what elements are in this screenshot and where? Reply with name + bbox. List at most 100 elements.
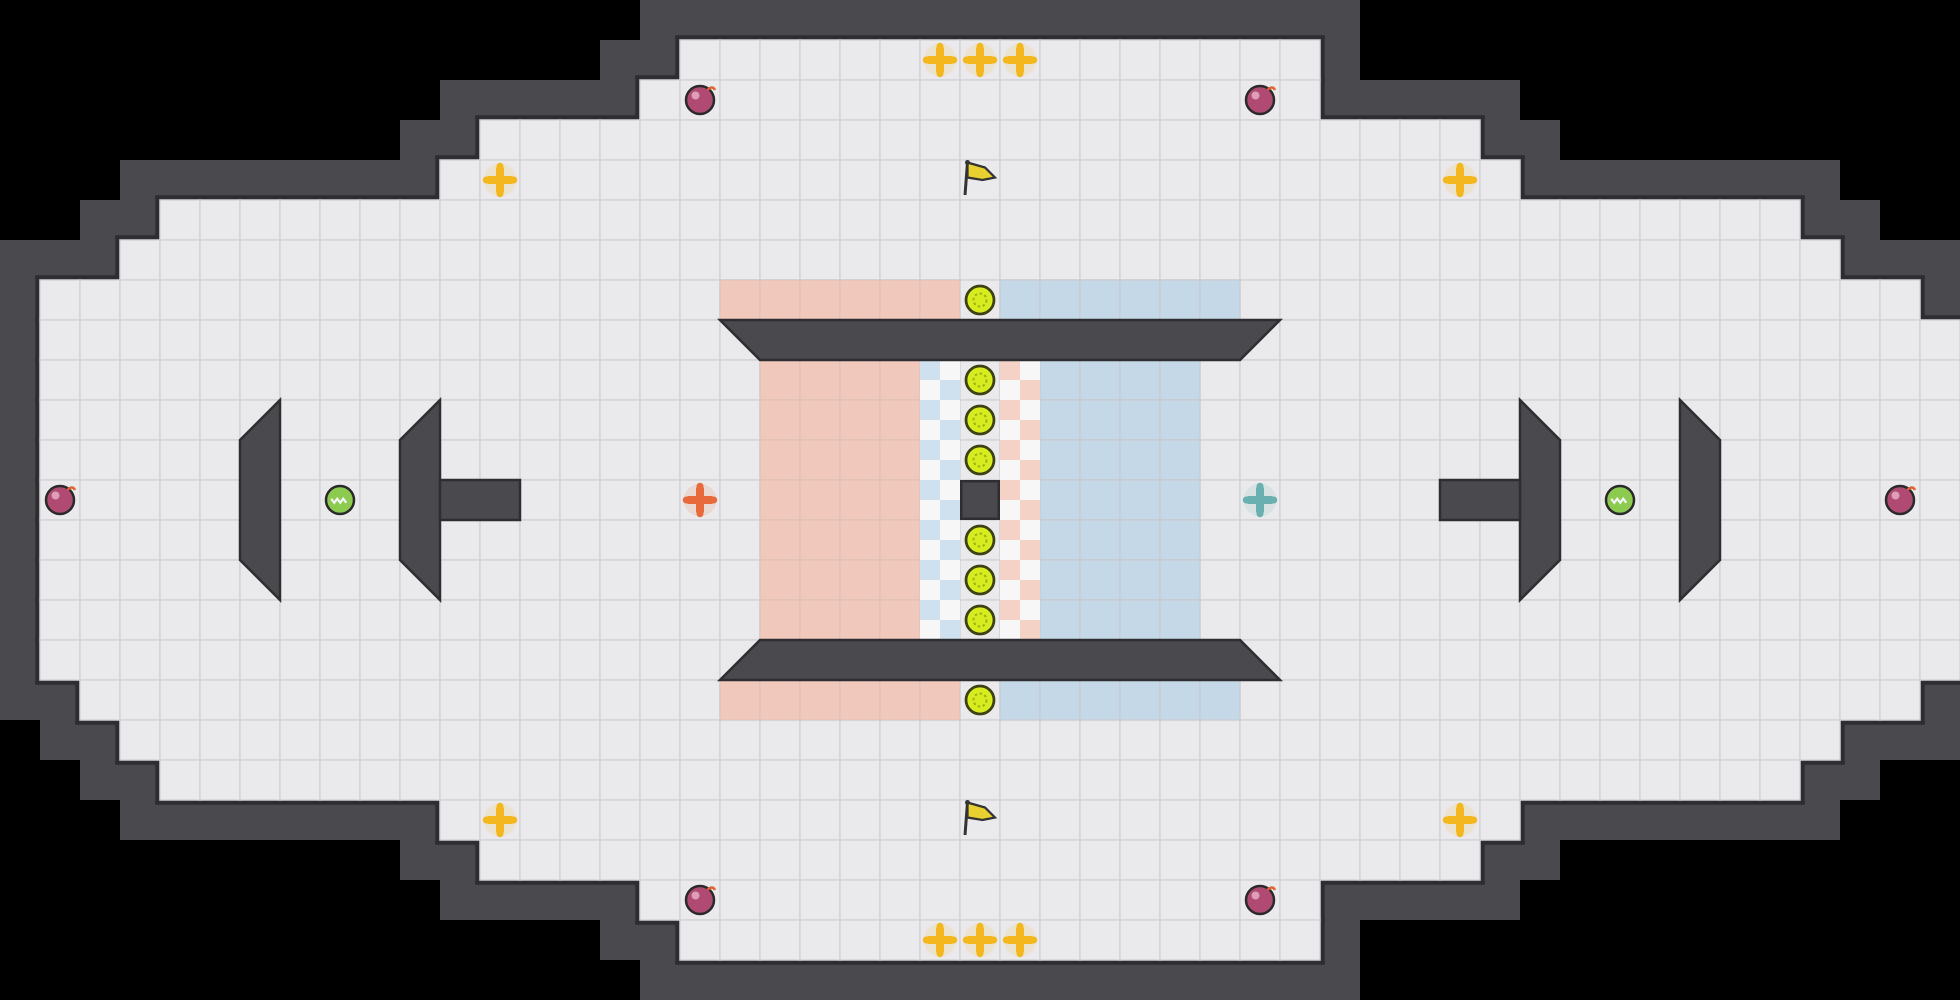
floor-tile — [1639, 199, 1681, 241]
floor-tile — [999, 879, 1041, 921]
floor-tile — [679, 439, 721, 481]
floor-tile — [1839, 559, 1881, 601]
blue-checker-tile — [920, 540, 940, 560]
floor-tile — [359, 279, 401, 321]
floor-tile — [1039, 119, 1081, 161]
floor-tile — [1399, 239, 1441, 281]
floor-tile — [559, 599, 601, 641]
floor-tile — [519, 199, 561, 241]
floor-tile — [1199, 879, 1241, 921]
floor-tile — [1719, 279, 1761, 321]
floor-tile — [1319, 279, 1361, 321]
floor-tile — [1199, 439, 1241, 481]
red-zone-tile — [759, 439, 801, 481]
floor-tile — [839, 719, 881, 761]
floor-tile — [639, 79, 681, 121]
floor-tile — [1839, 479, 1881, 521]
blue-zone-tile — [1119, 519, 1161, 561]
floor-tile — [719, 119, 761, 161]
floor-tile — [519, 239, 561, 281]
floor-tile — [119, 319, 161, 361]
floor-tile — [1359, 399, 1401, 441]
powerup-icon — [962, 922, 998, 958]
floor-tile — [799, 119, 841, 161]
floor-tile — [439, 439, 481, 481]
floor-tile — [79, 399, 121, 441]
floor-tile — [279, 239, 321, 281]
floor-tile — [1399, 679, 1441, 721]
floor-tile — [599, 159, 641, 201]
floor-tile — [1759, 519, 1801, 561]
floor-tile — [1199, 839, 1241, 881]
side-wall — [1518, 396, 1562, 604]
red-checker-tile — [1020, 480, 1040, 500]
floor-tile — [1119, 239, 1161, 281]
floor-tile — [279, 199, 321, 241]
floor-tile — [1159, 159, 1201, 201]
floor-tile — [1239, 199, 1281, 241]
floor-tile — [1639, 359, 1681, 401]
floor-tile — [319, 639, 361, 681]
blue-zone-tile — [1079, 439, 1121, 481]
floor-tile — [559, 239, 601, 281]
floor-tile — [1279, 199, 1321, 241]
floor-tile — [79, 679, 121, 721]
floor-tile — [679, 839, 721, 881]
floor-tile — [639, 759, 681, 801]
floor-tile — [1359, 319, 1401, 361]
powerup-icon — [922, 922, 958, 958]
red-checker-tile — [1000, 500, 1020, 520]
floor-tile — [519, 399, 561, 441]
floor-tile — [1399, 559, 1441, 601]
floor-tile — [1079, 79, 1121, 121]
floor-tile — [599, 239, 641, 281]
floor-tile — [1599, 519, 1641, 561]
blue-zone-tile — [1199, 679, 1241, 721]
floor-tile — [679, 639, 721, 681]
floor-tile — [599, 439, 641, 481]
floor-tile — [1079, 159, 1121, 201]
red-zone-tile — [919, 679, 961, 721]
floor-tile — [1719, 199, 1761, 241]
floor-tile — [359, 479, 401, 521]
center-bar-wall — [716, 638, 1284, 682]
floor-tile — [639, 199, 681, 241]
floor-tile — [1679, 679, 1721, 721]
floor-tile — [1279, 439, 1321, 481]
red-checker-tile — [1020, 360, 1040, 380]
floor-tile — [319, 399, 361, 441]
red-checker-tile — [1020, 460, 1040, 480]
floor-tile — [1279, 839, 1321, 881]
floor-tile — [1519, 239, 1561, 281]
floor-tile — [1479, 599, 1521, 641]
floor-tile — [719, 759, 761, 801]
floor-tile — [199, 719, 241, 761]
center-bar-wall — [716, 318, 1284, 362]
floor-tile — [1239, 239, 1281, 281]
floor-tile — [1879, 279, 1921, 321]
floor-tile — [319, 239, 361, 281]
floor-tile — [1599, 319, 1641, 361]
floor-tile — [1199, 479, 1241, 521]
floor-tile — [1639, 239, 1681, 281]
floor-tile — [1039, 79, 1081, 121]
floor-tile — [919, 799, 961, 841]
blue-checker-tile — [920, 620, 940, 640]
floor-tile — [1759, 279, 1801, 321]
boost-icon — [964, 524, 996, 556]
blue-zone-tile — [1079, 559, 1121, 601]
floor-tile — [1399, 359, 1441, 401]
floor-tile — [1559, 519, 1601, 561]
blue-checker-tile — [920, 600, 940, 620]
floor-tile — [1039, 839, 1081, 881]
blue-checker-tile — [940, 560, 960, 580]
floor-tile — [959, 879, 1001, 921]
bomb-icon — [1884, 484, 1917, 516]
floor-tile — [1319, 719, 1361, 761]
floor-tile — [679, 279, 721, 321]
floor-tile — [159, 679, 201, 721]
floor-tile — [519, 479, 561, 521]
blue-zone-tile — [1119, 439, 1161, 481]
floor-tile — [719, 879, 761, 921]
